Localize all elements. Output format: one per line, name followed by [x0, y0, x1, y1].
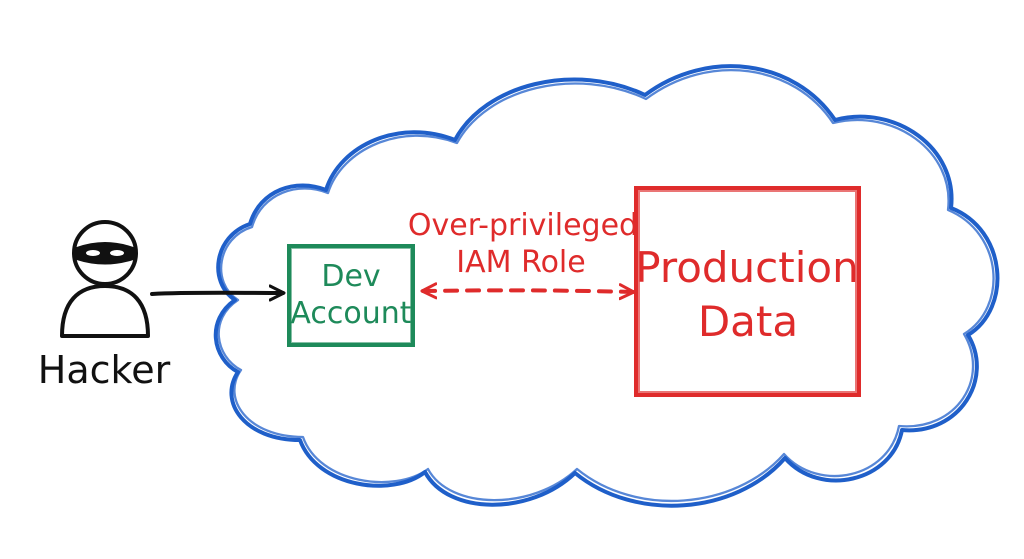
hacker-icon	[60, 220, 150, 338]
hacker-label: Hacker	[38, 348, 171, 392]
iam-role-bidirectional-arrow	[423, 290, 633, 292]
cloud-boundary	[213, 64, 1000, 508]
hacker-actor: Hacker	[38, 220, 171, 392]
production-data-node: Production Data	[634, 186, 861, 397]
dev-account-label-line-1: Dev	[321, 259, 380, 294]
dev-account-label-line-2: Account	[290, 296, 411, 331]
iam-role-label-line-1: Over-privileged	[408, 208, 638, 243]
dev-account-node: Dev Account	[287, 244, 415, 347]
production-data-label-line-1: Production	[635, 243, 858, 292]
cloud-outline-sketch	[217, 69, 995, 503]
cloud-outline	[213, 64, 1000, 508]
iam-role-label-line-2: IAM Role	[456, 245, 585, 280]
iam-role-connection: Over-privileged IAM Role	[408, 208, 638, 292]
hacker-access-arrow	[150, 293, 283, 294]
production-data-label-line-2: Data	[698, 297, 798, 346]
